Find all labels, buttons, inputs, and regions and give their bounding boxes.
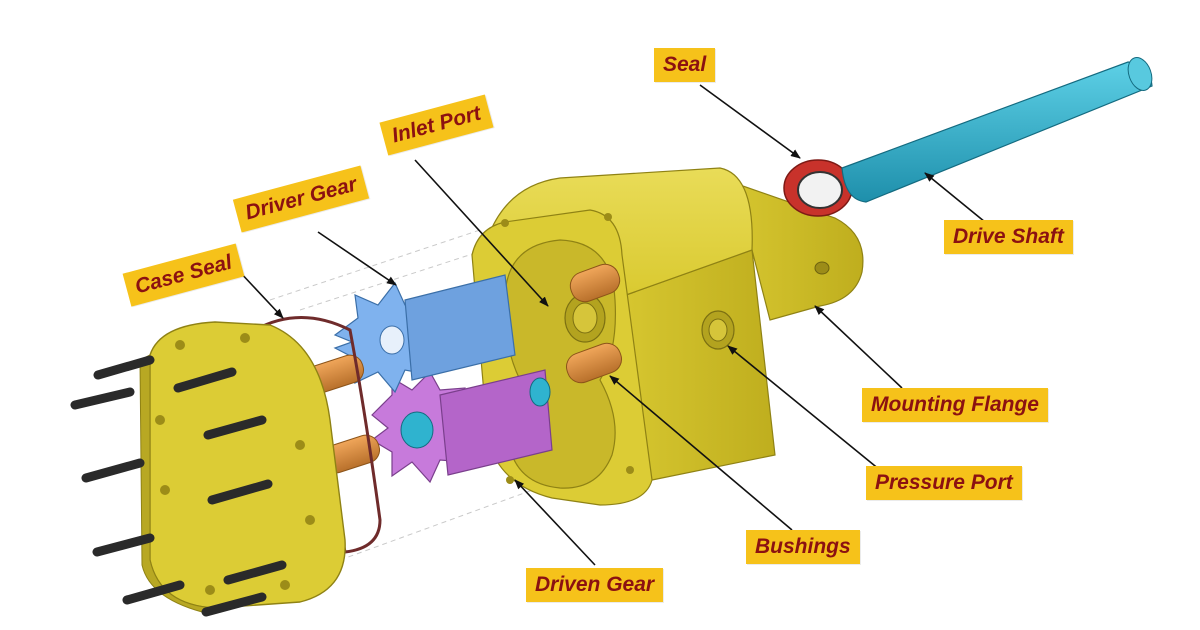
alignment-lines [269,229,561,561]
label-driven-gear: Driven Gear [526,568,664,602]
arrow-mounting-flange [814,305,903,389]
driver-gear-body [333,274,516,394]
arrow-drive-shaft [924,172,986,223]
label-drive-shaft: Drive Shaft [944,220,1073,254]
label-pressure-port: Pressure Port [866,466,1022,500]
end-cover [139,321,346,615]
arrow-driver-gear [317,231,397,286]
seal-ring [783,159,853,217]
arrow-pressure-port [727,345,881,471]
housing-bushings [566,263,622,384]
arrow-bushings [609,375,793,531]
driven-gear-body [370,369,553,484]
label-bushings: Bushings [746,530,860,564]
leader-arrows [237,84,986,566]
label-mounting-flange: Mounting Flange [862,388,1048,422]
arrow-seal [699,84,801,159]
label-seal: Seal [654,48,716,82]
cover-bolts [70,355,287,617]
drive-shaft [841,57,1153,203]
arrow-driven-gear [514,479,596,566]
arrow-case-seal [237,269,284,319]
arrow-inlet-port [414,159,549,307]
